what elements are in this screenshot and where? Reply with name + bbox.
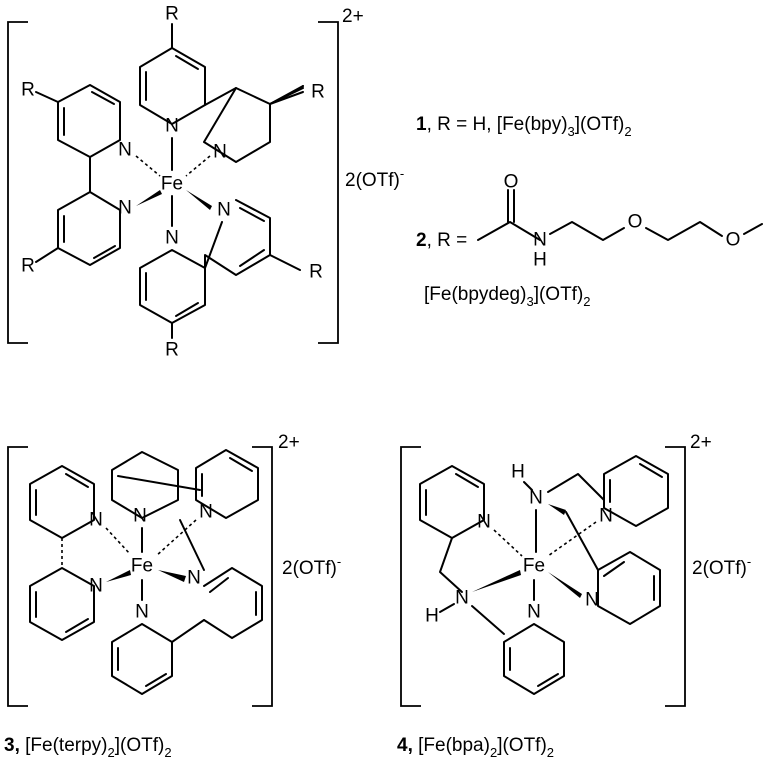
deg-substituent-structure: O N H O O [477,172,763,271]
charge-label: 2+ [278,432,300,453]
n-atom: N [527,602,541,623]
compound-2-r-label: 2, R = [416,230,467,251]
o-atom: O [628,212,643,233]
ring [203,567,263,639]
n-atom: N [599,506,613,527]
n-atom: N [533,230,547,251]
charge-label: 2+ [690,432,712,453]
wedge-bond [158,570,186,582]
wedge-bond [472,570,521,592]
ring [29,465,95,539]
right-bracket [318,21,339,344]
n-atom: N [135,602,149,623]
n-atom: N [133,506,147,527]
n-atom: N [118,198,132,219]
counterion-label: 2(OTf)- [282,554,341,579]
ring [603,455,669,527]
n-atom: N [118,140,132,161]
n-atom: N [585,590,599,611]
ring [195,449,259,519]
counterion-label: 2(OTf)- [345,166,404,191]
r-label: R [311,82,325,103]
n-atom: N [213,142,227,163]
h-atom: H [425,606,439,627]
n-atom: N [477,512,491,533]
wedge-bond [106,570,131,582]
n-atom: N [199,502,213,523]
r-label: R [165,4,179,25]
ring [139,47,206,125]
ring [57,84,121,158]
r-label: R [21,256,35,277]
wedge-bond [548,572,582,598]
ring [111,623,173,695]
ring [29,567,95,641]
left-bracket [7,446,28,707]
ring [57,191,121,266]
n-atom: N [165,116,179,137]
r-label: R [165,340,179,361]
complex-3-structure: 2+ 2(OTf)- Fe N N N N N N [7,432,341,707]
compound-3-name: 3, [Fe(terpy)2](OTf)2 [4,735,172,758]
h-atom: H [533,250,547,271]
right-bracket [665,446,686,707]
n-atom: N [529,488,543,509]
ring [139,249,206,324]
ring [503,623,565,695]
o-atom: O [726,230,741,251]
ring [204,199,271,276]
n-atom: N [89,510,103,531]
wedge-bond [136,190,162,206]
complex-1-2-structure: 2+ 2(OTf)- Fe R N R N R N R N [7,4,404,361]
fe-atom: Fe [161,174,183,195]
charge-label: 2+ [342,6,364,27]
fe-atom: Fe [131,556,153,577]
ring [597,551,661,625]
compound-2-name: [Fe(bpydeg)3](OTf)2 [424,284,591,309]
h-atom: H [511,462,525,483]
wedge-bond [548,504,566,515]
wedge-bond [186,190,212,210]
o-atom: O [504,172,519,193]
compound-1-label: 1, R = H, [Fe(bpy)3](OTf)2 [416,114,632,139]
right-bracket [252,446,273,707]
ring [203,87,271,163]
left-bracket [7,21,28,344]
n-atom: N [187,568,201,589]
n-atom: N [217,200,231,221]
counterion-label: 2(OTf)- [692,554,751,579]
compound-4-name: 4, [Fe(bpa)2](OTf)2 [397,735,554,758]
fe-atom: Fe [523,556,545,577]
complex-4-structure: 2+ 2(OTf)- Fe N N H N H N N N [400,432,751,707]
n-atom: N [455,588,469,609]
ring [419,465,485,539]
n-atom: N [165,228,179,249]
n-atom: N [89,576,103,597]
ring-double-bonds [145,55,199,101]
ring [111,451,179,519]
left-bracket [400,446,421,707]
r-label: R [309,262,323,283]
r-label: R [21,80,35,101]
